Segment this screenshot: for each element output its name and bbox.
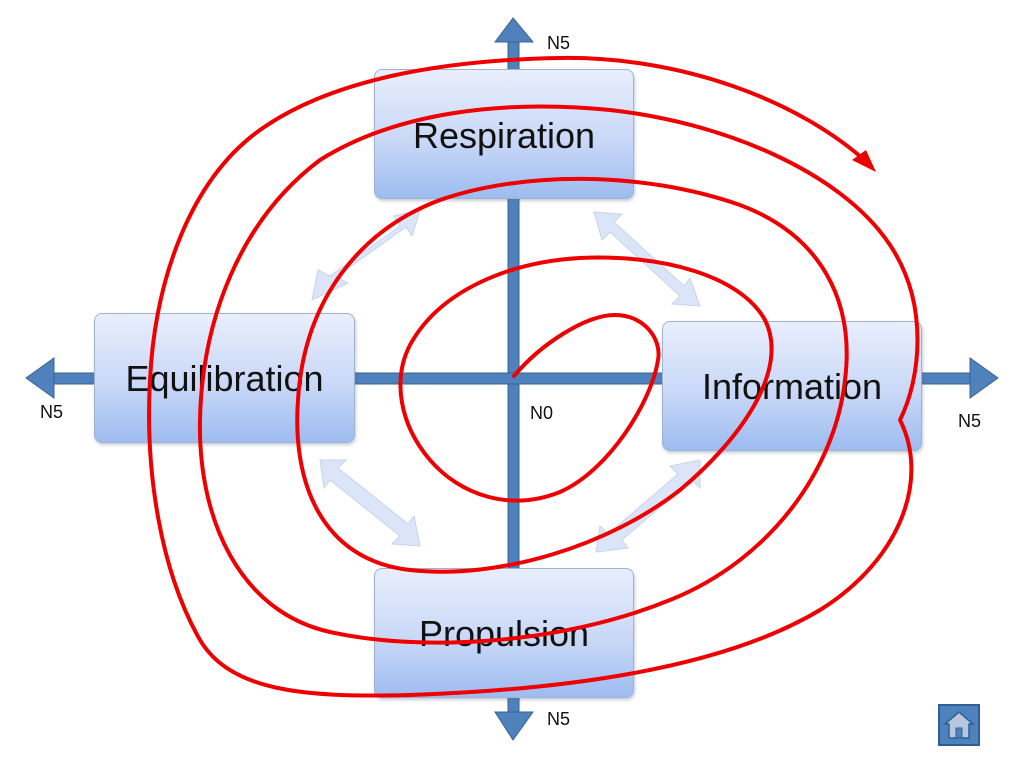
node-information: Information <box>662 321 922 451</box>
axis-arrow-left-icon <box>25 357 55 399</box>
axis-label-bottom: N5 <box>547 709 571 729</box>
axis-arrow-down-icon <box>494 711 534 741</box>
home-icon <box>942 711 976 739</box>
spiral-arrowhead-icon <box>852 150 876 172</box>
cycle-arrow-bottom-left <box>319 459 421 547</box>
axis-arrow-up-icon <box>494 17 535 43</box>
node-propulsion: Propulsion <box>374 568 634 698</box>
axis-label-center: N0 <box>530 403 554 423</box>
axis-label-top: N5 <box>547 33 571 53</box>
node-respiration-label: Respiration <box>412 115 596 156</box>
home-button[interactable] <box>938 704 980 746</box>
axis-arrow-right-icon <box>969 357 999 399</box>
axis-label-left: N5 <box>40 402 64 422</box>
spiral-path <box>147 55 920 698</box>
node-equilibration-label: Equilibration <box>125 358 324 399</box>
node-information-label: Information <box>701 366 883 407</box>
axis-label-right: N5 <box>958 411 982 431</box>
